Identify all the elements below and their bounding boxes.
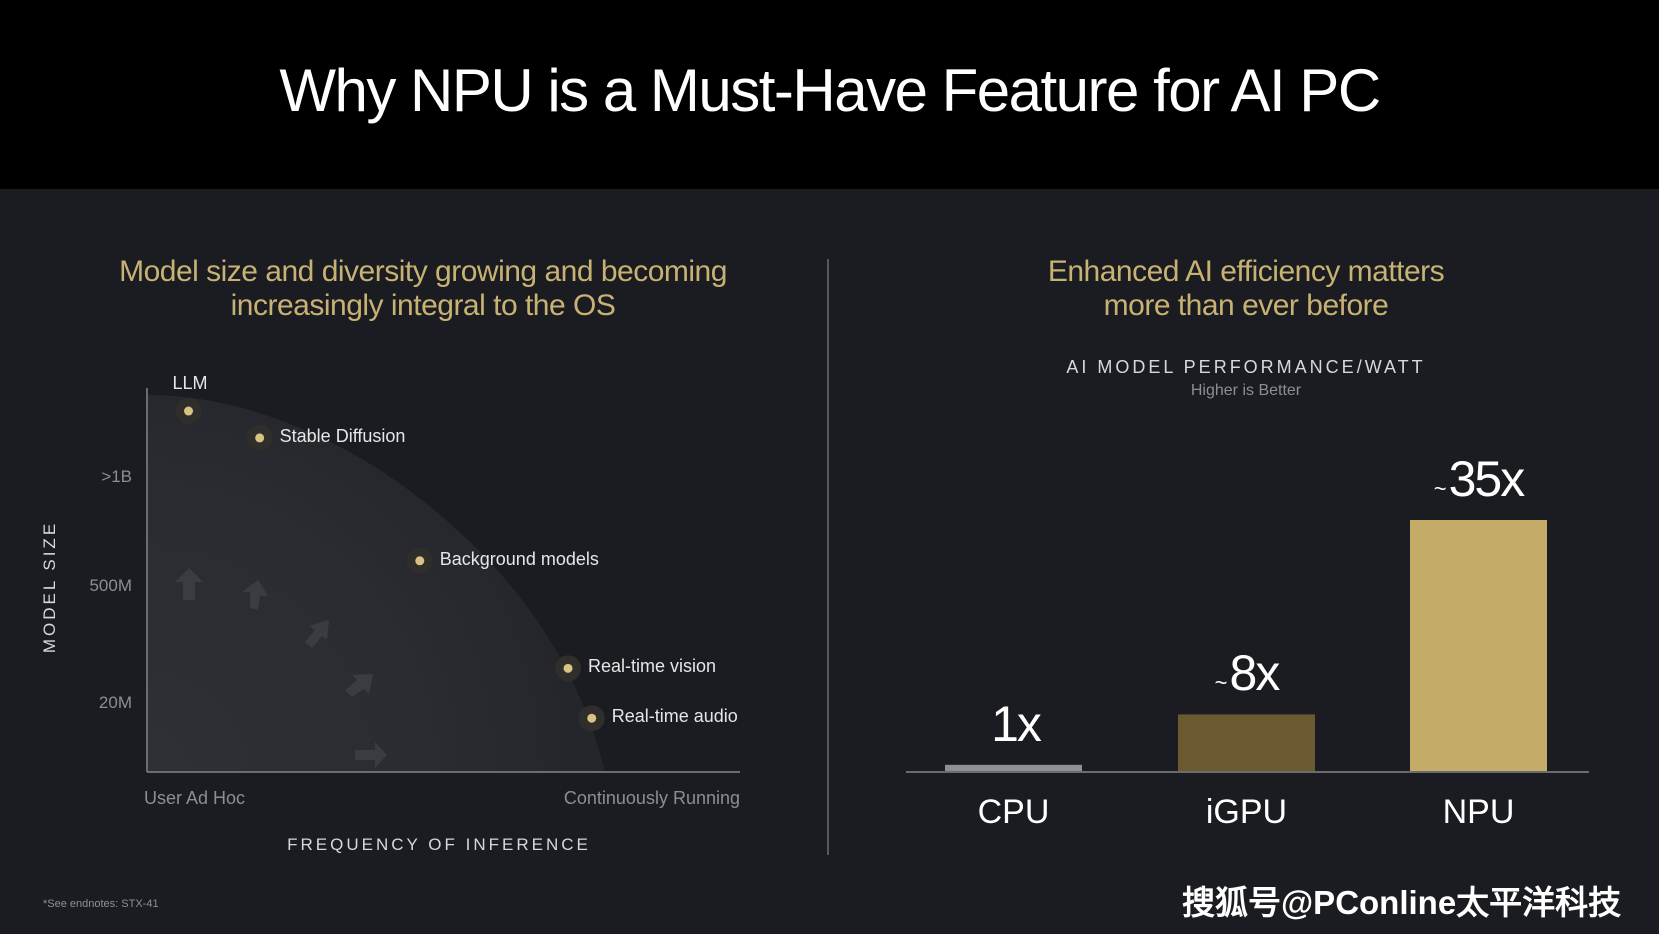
x-axis-title: FREQUENCY OF INFERENCE [287, 835, 591, 854]
value-label: ~8x [1138, 644, 1355, 702]
y-tick-label: 20M [98, 693, 132, 712]
bar-chart-title: AI MODEL PERFORMANCE/WATT [1066, 357, 1426, 377]
value-label: ~35x [1370, 450, 1587, 508]
arrow-icon [175, 568, 203, 600]
bar-npu [1410, 520, 1547, 772]
data-point [415, 556, 425, 566]
arrow-icon [305, 620, 329, 648]
data-point [255, 433, 265, 443]
model-size-chart [146, 388, 740, 773]
section-divider [827, 259, 829, 855]
point-label: Real-time audio [611, 706, 738, 727]
data-point [587, 713, 597, 723]
watermark: 搜狐号@PConline太平洋科技 [1182, 884, 1622, 921]
left-heading: Model size and diversity growing and bec… [60, 255, 786, 323]
title-bar: Why NPU is a Must-Have Feature for AI PC [0, 0, 1659, 189]
point-label: Real-time vision [588, 656, 717, 677]
arrow-icon [242, 580, 268, 610]
frontier-area [147, 395, 605, 772]
approx-prefix: ~ [1214, 670, 1228, 696]
value-text: 35x [1448, 451, 1526, 507]
footnote: *See endnotes: STX-41 [43, 898, 159, 910]
bar-igpu [1178, 714, 1315, 772]
arrow-icon [345, 674, 373, 697]
left-heading-line1: Model size and diversity growing and bec… [119, 255, 727, 288]
left-heading-line2: increasingly integral to the OS [230, 289, 616, 322]
point-label: LLM [172, 373, 208, 394]
y-tick-label: 500M [89, 576, 132, 595]
right-heading-line2: more than ever before [1103, 289, 1389, 322]
category-label: iGPU [1205, 793, 1288, 831]
arrows [175, 568, 387, 768]
value-text: 8x [1229, 645, 1281, 702]
point-label: Stable Diffusion [279, 425, 406, 446]
point-label: Background models [439, 548, 599, 569]
right-heading: Enhanced AI efficiency matters more than… [900, 255, 1592, 323]
value-label: 1x [905, 695, 1122, 753]
x-tick-label: User Ad Hoc [144, 788, 246, 808]
approx-prefix: ~ [1433, 476, 1447, 501]
slide-title: Why NPU is a Must-Have Feature for AI PC [279, 57, 1381, 124]
data-point [563, 663, 573, 673]
arrow-icon [355, 742, 387, 768]
data-point [184, 406, 194, 416]
right-heading-line1: Enhanced AI efficiency matters [1047, 255, 1445, 288]
x-tick-label: Continuously Running [563, 788, 740, 808]
bar-cpu [945, 764, 1082, 772]
value-text: 1x [991, 695, 1042, 752]
category-label: NPU [1442, 793, 1515, 831]
y-tick-label: >1B [101, 467, 132, 486]
category-label: CPU [977, 793, 1050, 831]
bar-chart-subtitle: Higher is Better [1190, 382, 1302, 399]
